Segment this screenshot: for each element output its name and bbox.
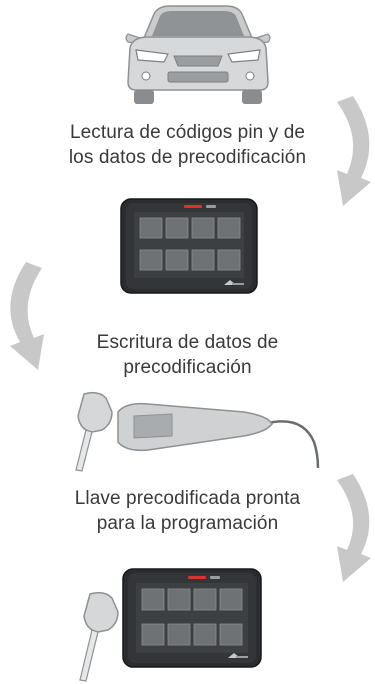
- step-1-caption-line-2: los datos de precodificación: [68, 147, 307, 168]
- curved-arrow-right-3: [325, 474, 375, 590]
- step-1-caption-line-1: Lectura de códigos pin y de: [69, 122, 306, 143]
- step-1-caption: Lectura de códigos pin y de los datos de…: [0, 120, 375, 170]
- curved-arrow-right-1: [325, 96, 375, 214]
- key-programmer-illustration: [68, 390, 324, 472]
- step-3-caption-line-1: Llave precodificada pronta: [74, 488, 301, 509]
- car-front-illustration: [118, 4, 278, 106]
- curved-arrow-left-2: [2, 262, 54, 376]
- step-2-caption-line-1: Escritura de datos de: [96, 332, 279, 353]
- step-2-caption: Escritura de datos de precodificación: [0, 330, 375, 380]
- step-2-caption-line-2: precodificación: [123, 357, 252, 378]
- tablet-with-key-illustration: [72, 566, 268, 682]
- diagnostic-tablet-illustration: [120, 198, 258, 294]
- step-3-caption-line-2: para la programación: [96, 513, 279, 534]
- step-3-caption: Llave precodificada pronta para la progr…: [0, 486, 375, 536]
